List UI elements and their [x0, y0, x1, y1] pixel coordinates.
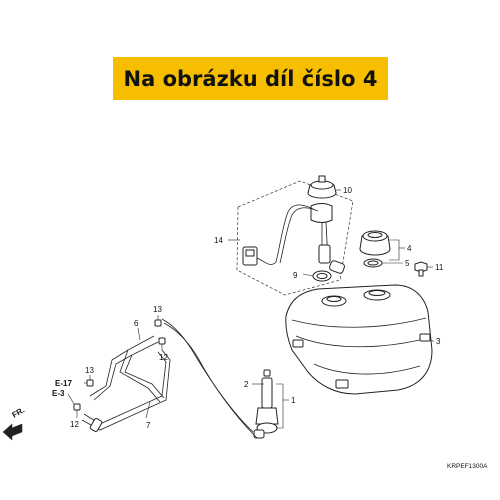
callout-10: 10: [343, 186, 352, 195]
callout-13-upper: 13: [153, 305, 162, 314]
callout-4: 4: [407, 244, 412, 253]
callout-11: 11: [435, 263, 444, 272]
callout-12-upper: 12: [159, 353, 168, 362]
part-number-banner: Na obrázku díl číslo 4: [113, 57, 388, 100]
part-4-filler-cap: [359, 230, 391, 256]
callout-13-lower: 13: [85, 366, 94, 375]
reference-e17: E-17: [55, 379, 72, 388]
part-14-fuel-sender: [242, 203, 345, 274]
reference-e3: E-3: [52, 389, 65, 398]
front-direction-arrow: FR.: [2, 405, 27, 441]
sender-group-frame: [236, 180, 354, 296]
part-2-filter: [263, 369, 271, 377]
callout-3: 3: [436, 337, 441, 346]
callout-1: 1: [291, 396, 296, 405]
callout-9: 9: [293, 271, 298, 280]
part-9-seal: [312, 270, 332, 282]
callout-6: 6: [134, 319, 139, 328]
banner-text: Na obrázku díl číslo 4: [123, 66, 378, 91]
callout-7: 7: [146, 421, 151, 430]
callout-14: 14: [214, 236, 223, 245]
part-6-fuel-hose: [89, 335, 165, 403]
hose-clips: [73, 319, 166, 411]
part-3-fuel-tank: [285, 284, 433, 395]
callout-5: 5: [405, 259, 410, 268]
callout-12-lower: 12: [70, 420, 79, 429]
part-11-bolt: [414, 261, 428, 277]
part-10-gauge-cap: [307, 175, 337, 199]
leader-lines: [67, 189, 434, 429]
part-5-cap-seal: [363, 258, 383, 268]
part-7-fuel-hose: [81, 349, 171, 432]
hose-valve-line: [161, 318, 258, 439]
part-1-fuel-valve: [253, 377, 279, 439]
diagram-code: KRPEF1300A: [447, 463, 488, 470]
callout-2: 2: [244, 380, 249, 389]
front-label: FR.: [11, 405, 27, 419]
